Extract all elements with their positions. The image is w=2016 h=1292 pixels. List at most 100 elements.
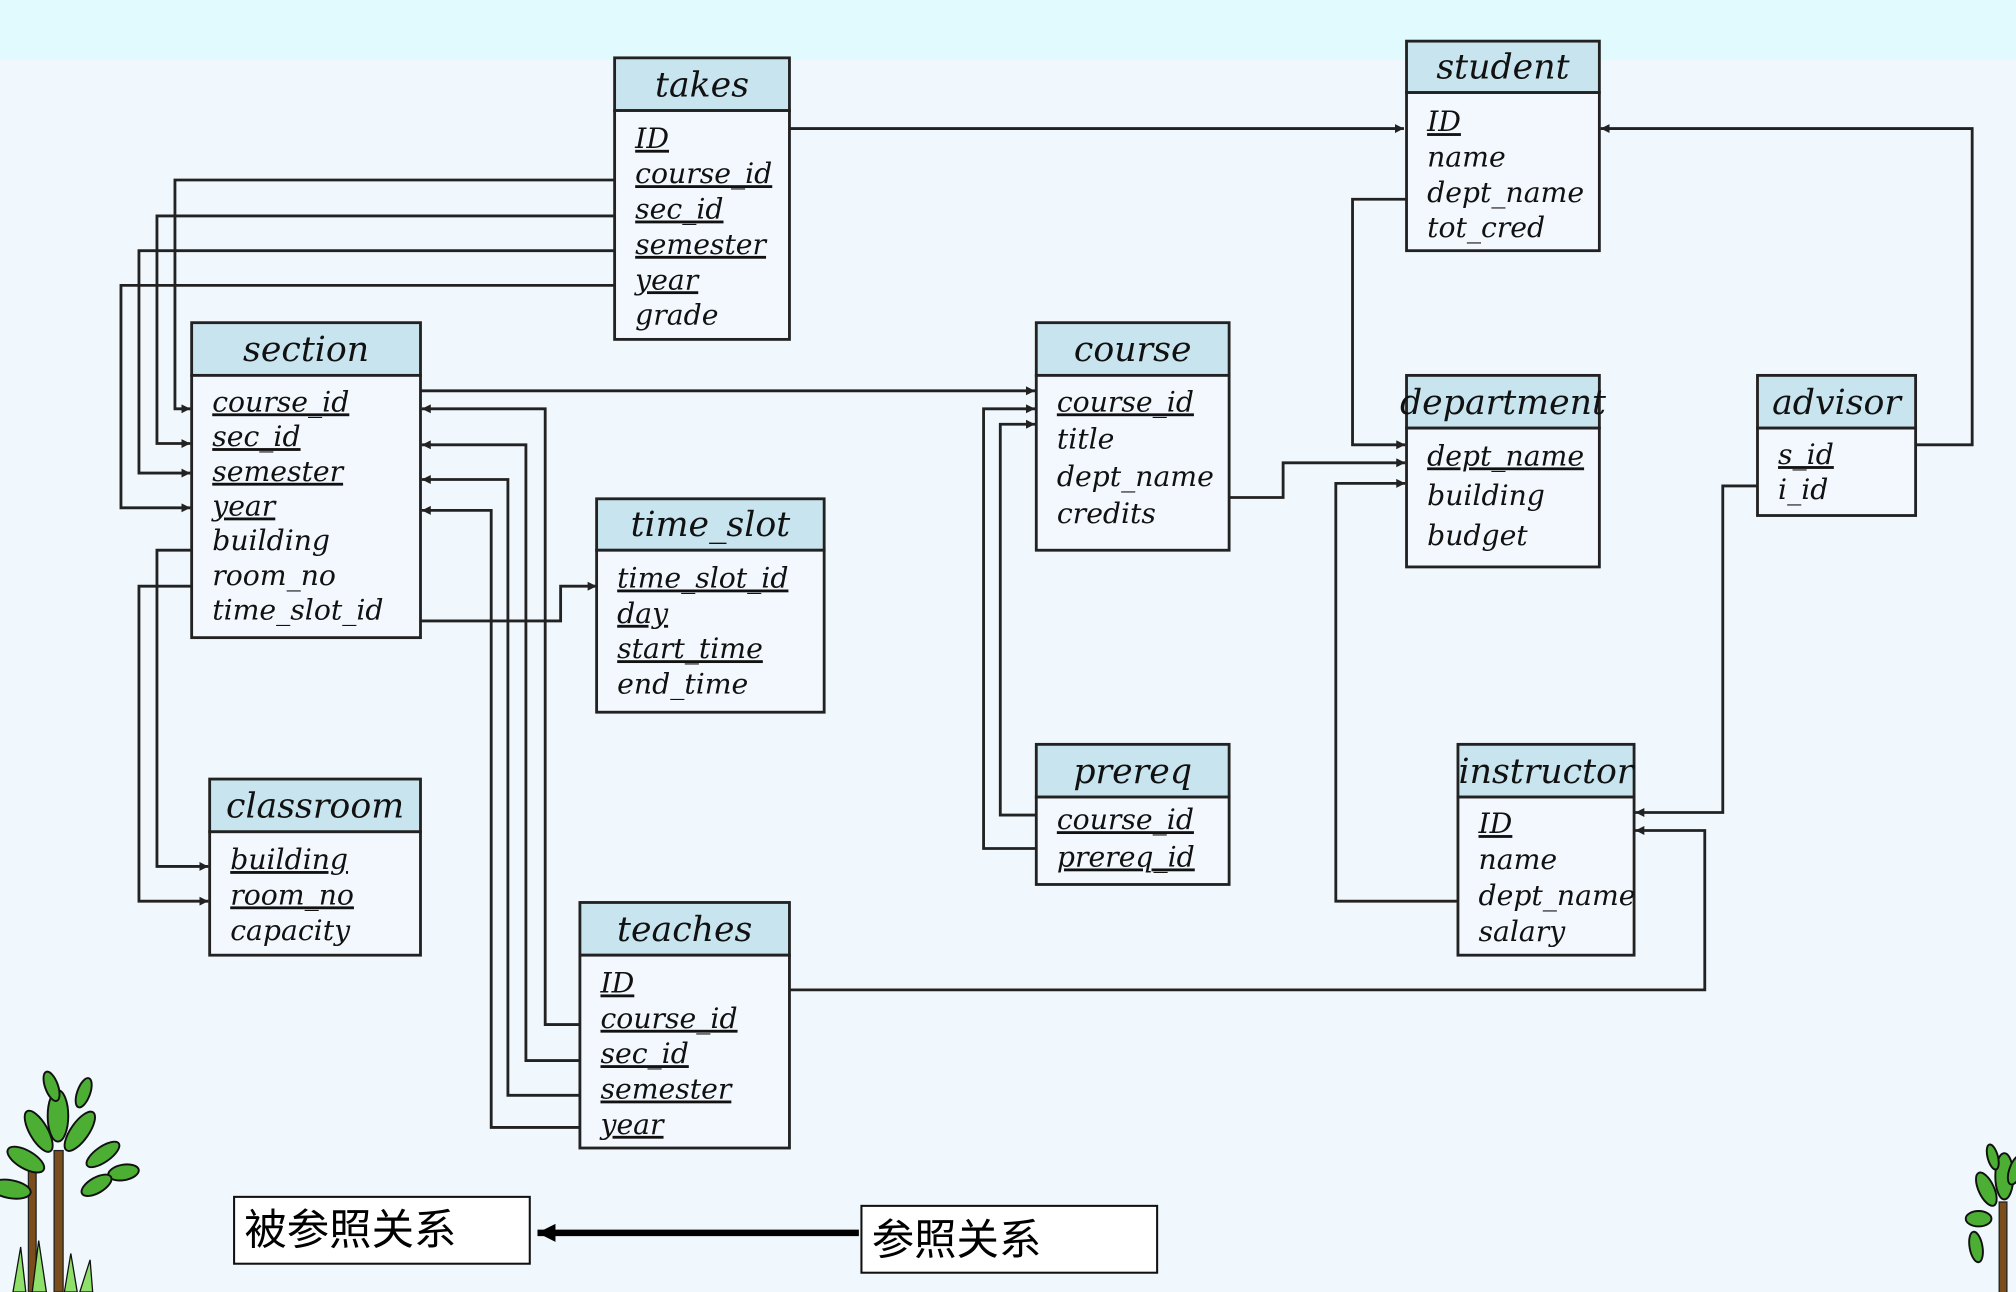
- table-time-slot: time_slot time_slot_iddaystart_timeend_ti…: [595, 497, 826, 714]
- primary-key-attribute: dept_name: [1427, 439, 1584, 472]
- primary-key-attribute: year: [598, 1108, 665, 1141]
- primary-key-attribute: course_id: [1057, 385, 1194, 418]
- table-header: [1405, 373, 1601, 430]
- tables-layer: takesIDcourse_idsec_idsemesteryeargrades…: [190, 39, 1918, 1150]
- primary-key-attribute: sec_id: [600, 1037, 688, 1070]
- table-header: [578, 901, 791, 957]
- primary-key-attribute: ID: [1426, 105, 1461, 138]
- reference-arrow: [982, 404, 1037, 850]
- primary-key-attribute: ID: [1478, 807, 1513, 840]
- table-body: [1405, 91, 1601, 253]
- tree-icon: [0, 1070, 140, 1292]
- table-header: [1405, 39, 1601, 94]
- table-title: department: [1400, 383, 1606, 423]
- primary-key-attribute: course_id: [600, 1002, 737, 1035]
- primary-key-attribute: semester: [635, 228, 767, 261]
- primary-key-attribute: ID: [599, 966, 634, 999]
- primary-key-attribute: s_id: [1778, 438, 1834, 471]
- reference-arrow: [421, 404, 580, 1027]
- table-header: [190, 321, 422, 377]
- attribute: time_slot_id: [212, 594, 383, 627]
- table-title: time_slot: [631, 505, 791, 545]
- attribute: tot_cred: [1427, 211, 1545, 244]
- attribute: capacity: [230, 914, 351, 947]
- table-body: [1405, 426, 1601, 569]
- attribute: credits: [1057, 497, 1156, 530]
- table-title: section: [243, 330, 369, 370]
- reference-arrow: [421, 440, 580, 1063]
- reference-arrow: [998, 419, 1037, 817]
- attribute: name: [1479, 843, 1558, 876]
- attribute: dept_name: [1427, 176, 1584, 209]
- reference-arrow: [789, 825, 1707, 992]
- attribute: salary: [1479, 915, 1567, 948]
- table-body: [1756, 426, 1918, 517]
- attribute: building: [1427, 479, 1545, 512]
- table-section: sectioncourse_idsec_idsemesteryearbuildi…: [190, 321, 422, 640]
- table-header: [595, 497, 826, 552]
- reference-lines: [119, 124, 1974, 1129]
- primary-key-attribute: sec_id: [635, 193, 723, 226]
- table-title: advisor: [1772, 383, 1903, 423]
- legend-referenced-label: 被参照关系: [244, 1206, 456, 1255]
- table-advisor: advisor s_idi_id: [1756, 373, 1918, 517]
- primary-key-attribute: year: [633, 263, 700, 296]
- primary-key-attribute: day: [617, 597, 669, 630]
- table-title: course: [1074, 330, 1192, 370]
- reference-arrow: [421, 475, 580, 1097]
- primary-key-attribute: room_no: [230, 878, 354, 911]
- table-title: prereq: [1073, 752, 1192, 792]
- primary-key-attribute: semester: [600, 1073, 732, 1106]
- attribute: end_time: [617, 668, 748, 701]
- table-body: [578, 953, 791, 1150]
- reference-arrow: [173, 178, 615, 414]
- primary-key-attribute: time_slot_id: [617, 562, 788, 595]
- attribute: budget: [1427, 519, 1528, 552]
- attribute: dept_name: [1057, 460, 1214, 493]
- reference-arrow: [1635, 484, 1758, 817]
- legend: 被参照关系 参照关系: [233, 1195, 1159, 1274]
- reference-arrow: [1351, 197, 1407, 450]
- legend-referencing-box: [860, 1204, 1159, 1274]
- primary-key-attribute: course_id: [212, 385, 349, 418]
- table-title: instructor: [1459, 752, 1636, 792]
- attribute: title: [1057, 423, 1115, 456]
- table-header: [1456, 742, 1636, 799]
- attribute: i_id: [1778, 473, 1828, 506]
- table-body: [1034, 795, 1231, 886]
- reference-arrow: [421, 505, 580, 1129]
- table-body: [595, 548, 826, 714]
- table-header: [613, 56, 791, 112]
- table-title: teaches: [617, 910, 752, 950]
- primary-key-attribute: semester: [212, 455, 344, 488]
- table-body: [613, 109, 791, 341]
- attribute: name: [1427, 140, 1506, 173]
- attribute: grade: [635, 299, 718, 332]
- primary-key-attribute: course_id: [1057, 803, 1194, 836]
- reference-arrow: [155, 214, 615, 449]
- table-body: [208, 830, 422, 957]
- table-body: [190, 373, 422, 640]
- table-title: student: [1436, 47, 1569, 87]
- table-title: takes: [655, 65, 749, 105]
- table-body: [1034, 373, 1231, 552]
- attribute: room_no: [212, 559, 336, 592]
- attribute: dept_name: [1479, 879, 1636, 912]
- primary-key-attribute: start_time: [617, 632, 763, 665]
- primary-key-attribute: building: [230, 843, 348, 876]
- table-header: [1034, 321, 1231, 377]
- table-header: [1034, 742, 1231, 799]
- reference-arrow: [1334, 478, 1458, 903]
- reference-arrow: [155, 548, 209, 871]
- primary-key-attribute: sec_id: [212, 420, 300, 453]
- reference-arrow: [119, 283, 615, 513]
- table-department: department dept_name building budget: [1400, 373, 1606, 569]
- top-band: [0, 0, 2016, 60]
